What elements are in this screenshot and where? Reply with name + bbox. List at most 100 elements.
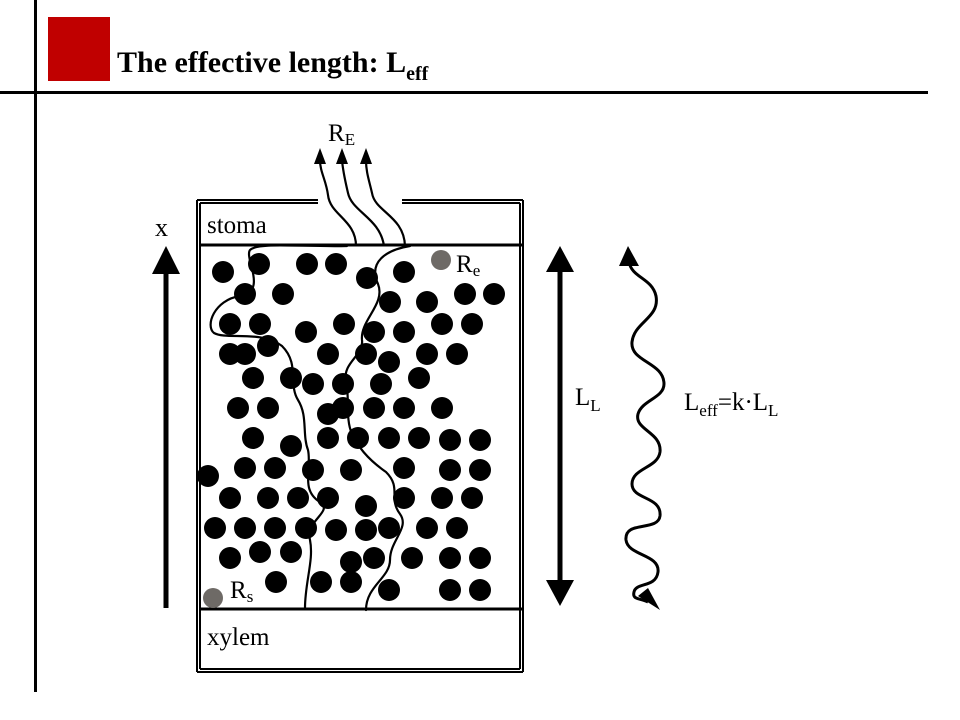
mesophyll-cell: [234, 457, 256, 479]
LL-label: LL: [575, 384, 601, 415]
mesophyll-cell: [249, 313, 271, 335]
mesophyll-cell: [431, 397, 453, 419]
mesophyll-cell: [370, 373, 392, 395]
mesophyll-cell: [265, 571, 287, 593]
title-main: The effective length: L: [117, 46, 407, 79]
mesophyll-cell: [356, 267, 378, 289]
mesophyll-cell: [469, 459, 491, 481]
mesophyll-cell: [219, 313, 241, 335]
mesophyll-cell: [355, 495, 377, 517]
mesophyll-cell: [431, 487, 453, 509]
mesophyll-cell: [248, 253, 270, 275]
mesophyll-cell: [264, 517, 286, 539]
mesophyll-cell: [340, 551, 362, 573]
mesophyll-cell: [325, 519, 347, 541]
mesophyll-cell: [333, 313, 355, 335]
mesophyll-cell: [332, 373, 354, 395]
mesophyll-cell: [401, 547, 423, 569]
mesophyll-cell: [379, 291, 401, 313]
mesophyll-cell: [234, 343, 256, 365]
mesophyll-cell: [325, 253, 347, 275]
mesophyll-cell: [431, 313, 453, 335]
mesophyll-cell: [242, 427, 264, 449]
mesophyll-cell: [296, 253, 318, 275]
mesophyll-cell: [264, 457, 286, 479]
mesophyll-cell: [249, 541, 271, 563]
mesophyll-cell: [295, 321, 317, 343]
mesophyll-cell: [378, 427, 400, 449]
mesophyll-cell: [446, 517, 468, 539]
mesophyll-cell: [393, 487, 415, 509]
mesophyll-cell: [295, 517, 317, 539]
mesophyll-cell: [439, 429, 461, 451]
mesophyll-cell: [302, 373, 324, 395]
title-subscript: eff: [406, 63, 429, 85]
mesophyll-cell: [310, 571, 332, 593]
mesophyll-cell: [219, 487, 241, 509]
xylem-label: xylem: [207, 624, 270, 651]
mesophyll-cell: [317, 427, 339, 449]
mesophyll-cell: [393, 397, 415, 419]
horizontal-rule: [0, 91, 928, 94]
stoma-label: stoma: [207, 212, 267, 239]
mesophyll-cell: [416, 517, 438, 539]
mesophyll-cell: [302, 459, 324, 481]
mesophyll-cell: [257, 397, 279, 419]
vertical-rule: [34, 0, 37, 692]
mesophyll-cell: [227, 397, 249, 419]
Rs-label: Rs: [230, 577, 253, 606]
effective-path: [619, 246, 666, 610]
mesophyll-cell: [461, 487, 483, 509]
mesophyll-cell: [378, 517, 400, 539]
mesophyll-cell: [242, 367, 264, 389]
path-left: [209, 244, 349, 610]
mesophyll-cell: [363, 547, 385, 569]
mesophyll-cell: [272, 283, 294, 305]
mesophyll-cell: [439, 547, 461, 569]
mesophyll-cell: [363, 321, 385, 343]
mesophyll-cell: [280, 435, 302, 457]
mesophyll-cell: [416, 291, 438, 313]
particle-Re: [431, 250, 451, 270]
slide-title: The effective length: Leff: [117, 46, 428, 85]
mesophyll-cell: [234, 517, 256, 539]
mesophyll-cell: [469, 547, 491, 569]
mesophyll-cell: [416, 343, 438, 365]
mesophyll-cell: [317, 343, 339, 365]
diffusion-paths: [209, 244, 412, 612]
formula-label: Leff=k·LL: [684, 389, 778, 420]
mesophyll-cell: [378, 351, 400, 373]
accent-square: [48, 17, 110, 81]
mesophyll-cell: [355, 519, 377, 541]
x-axis-arrow: [152, 246, 180, 608]
mesophyll-cell: [461, 313, 483, 335]
mesophyll-cell: [204, 517, 226, 539]
stoma-paths: [314, 148, 407, 247]
mesophyll-cell: [469, 579, 491, 601]
mesophyll-cell: [408, 427, 430, 449]
mesophyll-cell: [408, 367, 430, 389]
mesophyll-cell: [340, 571, 362, 593]
mesophyll-cell: [483, 283, 505, 305]
mesophyll-cell: [197, 465, 219, 487]
mesophyll-cell: [439, 459, 461, 481]
particle-Rs: [203, 588, 223, 608]
Re-label: Re: [456, 251, 480, 280]
LL-double-arrow: [546, 246, 574, 606]
mesophyll-cell: [446, 343, 468, 365]
mesophyll-cell: [363, 397, 385, 419]
mesophyll-cell: [317, 487, 339, 509]
cell-group: [197, 253, 505, 601]
x-axis-label: x: [155, 213, 168, 242]
leaf-frame: [196, 199, 524, 673]
mesophyll-cell: [393, 261, 415, 283]
mesophyll-cell: [280, 541, 302, 563]
mesophyll-cell: [393, 321, 415, 343]
mesophyll-cell: [393, 457, 415, 479]
mesophyll-cell: [378, 579, 400, 601]
mesophyll-cell: [340, 459, 362, 481]
mesophyll-cell: [219, 547, 241, 569]
RE-label: RE: [328, 120, 355, 149]
